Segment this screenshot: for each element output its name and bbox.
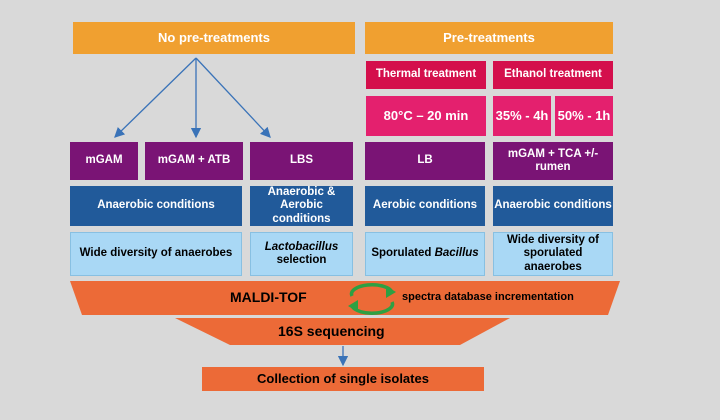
medium-lbs: LBS (250, 142, 353, 180)
outcome-lactobacillus: Lactobacillus selection (250, 232, 353, 276)
medium-mgam: mGAM (70, 142, 138, 180)
no-pretreatments-header: No pre-treatments (73, 22, 355, 54)
arrow-to-mgam (114, 57, 197, 138)
medium-mgam-tca-line1: mGAM + TCA +/- (507, 147, 599, 160)
sequencing-funnel-band (175, 318, 510, 345)
medium-mgam-tca: mGAM + TCA +/- rumen (493, 142, 613, 180)
outcome-wide-anaerobes: Wide diversity of anaerobes (70, 232, 242, 276)
outcome-sporulated-anaerobes: Wide diversity of sporulated anaerobes (493, 232, 613, 276)
ethanol-condition-2: 50% - 1h (555, 96, 613, 136)
condition-anaerobic-2: Anaerobic conditions (493, 186, 613, 226)
recycle-arrows-icon (348, 283, 396, 315)
condition-mixed-line2: Aerobic (280, 199, 323, 212)
condition-aerobic: Aerobic conditions (365, 186, 485, 226)
thermal-treatment-label: Thermal treatment (366, 61, 486, 89)
outcome-sporulated-bacillus: Sporulated Bacillus (365, 232, 485, 276)
thermal-condition: 80°C – 20 min (366, 96, 486, 136)
condition-mixed-line1: Anaerobic & (267, 186, 336, 199)
condition-anaerobic-1: Anaerobic conditions (70, 186, 242, 226)
outcome-bacillus-prefix: Sporulated (371, 247, 435, 260)
medium-mgam-tca-line2: rumen (535, 161, 571, 173)
spectra-database-label: spectra database incrementation (402, 291, 574, 303)
ethanol-condition-1: 35% - 4h (493, 96, 551, 136)
sequencing-label: 16S sequencing (278, 323, 385, 339)
ethanol-treatment-label: Ethanol treatment (493, 61, 613, 89)
outcome-lactobacillus-selection: selection (276, 254, 327, 266)
condition-mixed: Anaerobic & Aerobic conditions (250, 186, 353, 226)
outcome-bacillus-genus: Bacillus (434, 247, 479, 260)
maldi-funnel-band (70, 281, 620, 315)
collection-isolates-box: Collection of single isolates (202, 367, 484, 391)
maldi-tof-label: MALDI-TOF (230, 289, 307, 305)
condition-mixed-line3: conditions (272, 212, 331, 225)
pretreatments-header: Pre-treatments (365, 22, 613, 54)
outcome-sporulated-line2: sporulated anaerobes (523, 247, 583, 273)
arrow-to-lbs (195, 57, 271, 138)
outcome-sporulated-line1: Wide diversity of (507, 234, 599, 247)
medium-lb: LB (365, 142, 485, 180)
medium-mgam-atb: mGAM + ATB (145, 142, 243, 180)
outcome-lactobacillus-genus: Lactobacillus (264, 240, 339, 253)
